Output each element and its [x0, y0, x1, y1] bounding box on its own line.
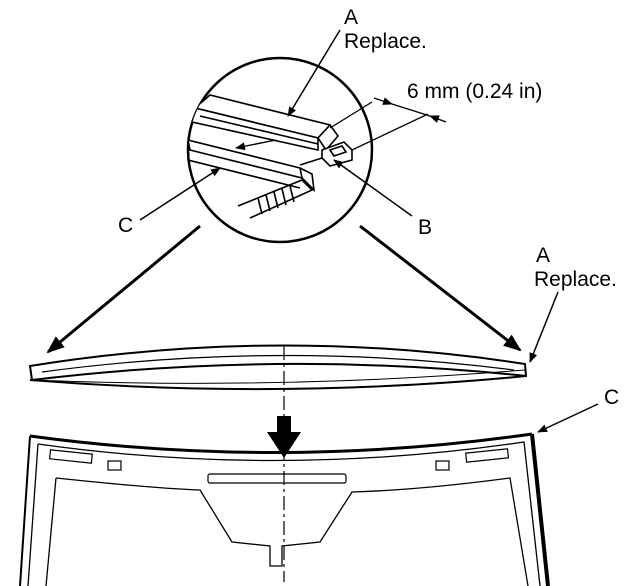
- expansion-arrows: [46, 224, 522, 354]
- leader-right-a: [529, 291, 559, 363]
- detail-magnifier: [186, 56, 374, 244]
- leader-lines: [139, 29, 413, 221]
- label-dimension: 6 mm (0.24 in): [407, 80, 542, 103]
- dimension-annotation: [329, 97, 447, 151]
- label-windshield-c: C: [604, 386, 619, 409]
- label-detail-c: C: [118, 214, 133, 237]
- label-top-a: A: [344, 6, 358, 29]
- label-right-a: A: [536, 244, 550, 267]
- windshield: [19, 432, 550, 586]
- label-right-replace: Replace.: [534, 268, 617, 291]
- label-top-replace: Replace.: [344, 30, 427, 53]
- leader-windshield-c: [537, 403, 599, 433]
- molding-strip: [28, 344, 528, 391]
- install-arrow: [267, 416, 301, 458]
- label-clip-b: B: [418, 216, 432, 239]
